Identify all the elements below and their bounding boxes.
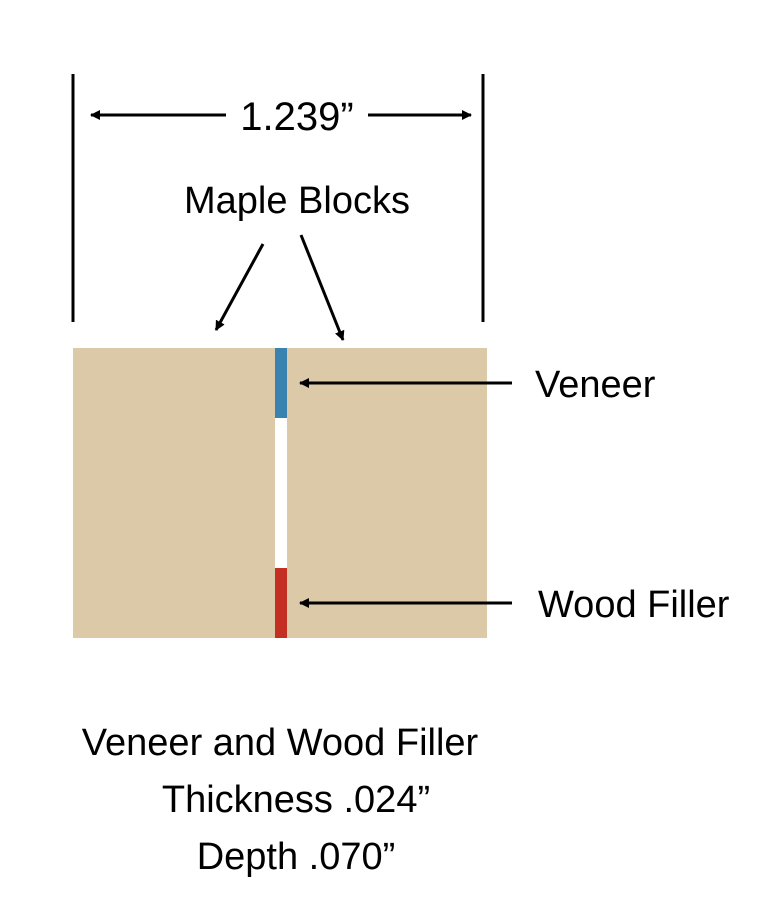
wood-filler-label: Wood Filler — [538, 584, 730, 626]
maple-arrow-right — [299, 234, 345, 341]
maple-block-right — [287, 348, 487, 638]
maple-block-left — [73, 348, 275, 638]
dimension-width-label: 1.239” — [240, 95, 353, 139]
veneer-strip — [275, 348, 287, 418]
caption-line-3: Depth .070” — [197, 836, 396, 878]
maple-blocks-label: Maple Blocks — [184, 180, 410, 222]
wood-filler-strip — [275, 568, 287, 638]
caption-line-1: Veneer and Wood Filler — [82, 722, 479, 764]
maple-arrow-left — [214, 243, 265, 331]
veneer-label: Veneer — [535, 364, 656, 406]
gap-strip — [275, 418, 287, 568]
caption-line-2: Thickness .024” — [162, 779, 430, 821]
